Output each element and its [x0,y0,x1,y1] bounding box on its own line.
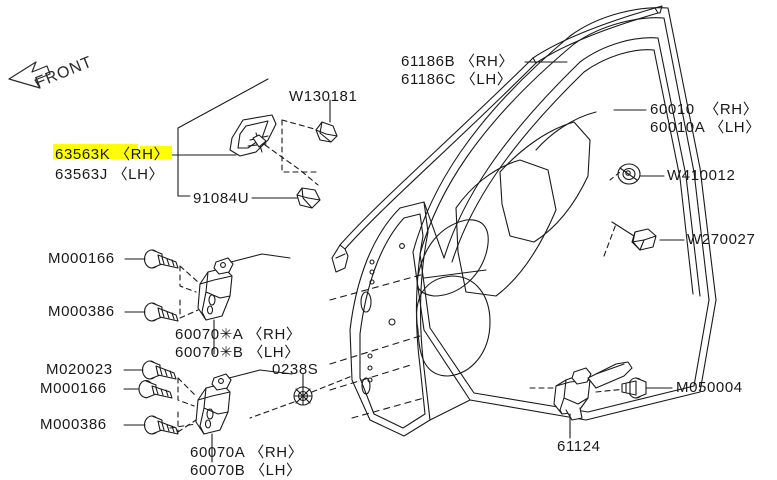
label-w130181: W130181 [289,88,358,105]
label-60070b-lh: 60070✳B 〈LH〉 [175,344,300,361]
w410012-dashed [609,171,621,181]
door-window-frame [443,37,701,297]
part-bolt-m050004 [621,377,647,399]
label-0238s: 0238S [272,361,319,378]
part-bolt-m000386-top [143,302,179,322]
part-0238s-clip [293,386,313,406]
label-m000386-bot: M000386 [40,416,107,433]
label-60070a: 60070A 〈RH〉 [190,444,304,461]
highlight-band-63563k-rh [140,146,172,159]
label-w270027: W270027 [687,231,756,248]
label-60010-rh: 60010 〈RH〉 [650,101,759,118]
detail-dashed-leaders [264,119,321,186]
label-60070b: 60070B 〈LH〉 [190,462,302,479]
highlight-band-63563k [53,144,138,159]
0238s-dashed [249,375,353,419]
label-w410012: W410012 [667,167,736,184]
door-inner-panel [349,201,471,437]
part-61124-door-check [553,361,633,421]
door-construction-lines [329,273,425,419]
part-60010-door-outer [412,7,717,421]
label-60070a-rh: 60070✳A 〈RH〉 [175,326,302,343]
part-bolt-m020023 [141,360,177,380]
part-bolt-m000386-bot [143,415,179,435]
part-60070-upper-hinge [197,253,291,321]
label-63563j-lh: 63563J 〈LH〉 [55,166,165,183]
w270027-dashed [603,223,617,257]
label-61186c-lh: 61186C 〈LH〉 [401,71,513,88]
part-bolt-m000166-bot [138,379,173,399]
door-inner-cutouts [416,111,597,377]
label-63563k-rh: 63563K 〈RH〉 [55,146,170,163]
lower-hinge-dashed-guides [169,377,197,433]
part-63563k-shape [229,114,277,157]
part-w410012-grommet [617,163,641,185]
part-60070-lower-hinge [195,369,293,435]
label-60010a-lh: 60010A 〈LH〉 [650,119,761,136]
label-61186b-rh: 61186B 〈RH〉 [401,53,515,70]
label-m000166-top: M000166 [48,250,115,267]
label-91084u: 91084U [193,190,250,207]
front-arrow-icon [8,61,51,89]
label-m020023: M020023 [46,361,113,378]
part-bolt-m000166-top [143,249,179,269]
w270027-pointer [611,221,635,237]
label-m000166-bot: M000166 [40,380,107,397]
61124-dashed [529,387,637,393]
label-m050004: M050004 [676,379,743,396]
upper-hinge-dashed-guides [179,265,199,319]
door-edge-holes [360,243,405,395]
part-w130181-clip [315,121,338,143]
part-w270027-plug [631,228,657,251]
label-m000386-top: M000386 [48,303,115,320]
part-91084u-clip [296,187,321,209]
label-61124: 61124 [557,438,601,455]
